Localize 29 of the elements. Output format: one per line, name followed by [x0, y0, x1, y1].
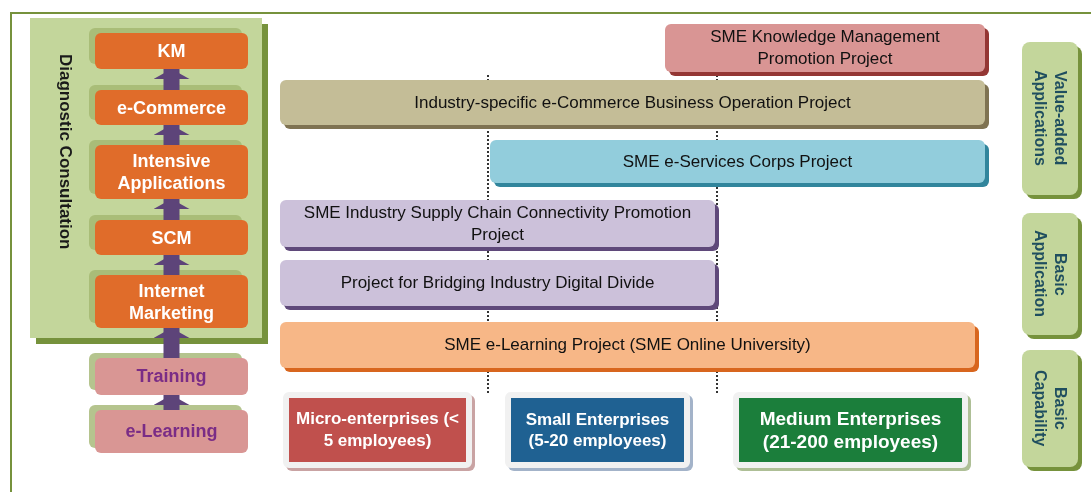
enterprise-box [283, 392, 472, 468]
project-label: Industry-specific e-Commerce Business Operation Project [414, 91, 851, 114]
step-label: SCM [151, 226, 192, 249]
arrow [153, 199, 190, 220]
arrow [153, 328, 190, 358]
category-label: Basic Application [1031, 229, 1070, 320]
arrow [153, 255, 190, 275]
step-label: e-Learning [125, 420, 218, 443]
project-label: SME e-Learning Project (SME Online University) [444, 334, 811, 357]
step-label: Training [136, 365, 207, 388]
step-label: Internet Marketing [128, 279, 215, 324]
category-label: Basic Capability [1031, 369, 1070, 449]
step-label: KM [157, 40, 186, 62]
project-label: SME Knowledge Management Promotion Project [709, 26, 941, 70]
arrow [153, 69, 190, 90]
enterprise-label: Small Enterprises (5-20 employees) [524, 409, 671, 451]
arrow [153, 125, 190, 145]
project-label: SME Industry Supply Chain Connectivity Promotion Project [302, 201, 693, 246]
arrow [153, 395, 190, 410]
enterprise-label: Micro-enterprises (< 5 employees) [295, 408, 460, 452]
project-label: SME e-Services Corps Project [622, 150, 853, 173]
enterprise-label: Medium Enterprises (21-200 employees) [758, 407, 943, 453]
project-label: Project for Bridging Industry Digital Divide [340, 272, 655, 294]
panel-title: Diagnostic Consultation [54, 54, 76, 250]
step-label: Intensive Applications [116, 150, 227, 194]
enterprise-box [505, 392, 690, 468]
step-label: e-Commerce [116, 96, 226, 119]
enterprise-box [733, 392, 968, 468]
category-label: Value-added Applications [1031, 69, 1070, 169]
